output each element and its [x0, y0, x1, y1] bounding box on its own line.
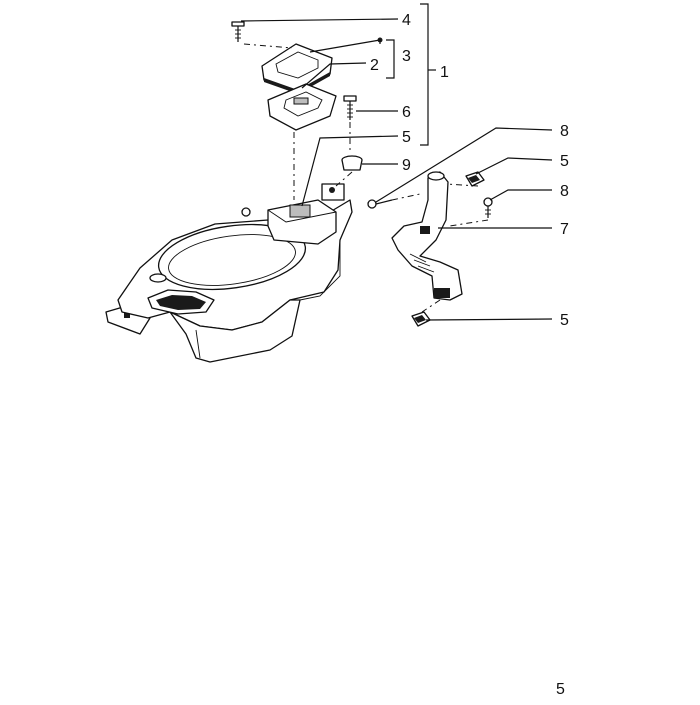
tab-hole	[124, 313, 130, 318]
callout-8: 8	[560, 183, 569, 200]
callout-7: 7	[560, 221, 569, 238]
duct-top-opening	[427, 171, 445, 181]
clip-5-lower	[411, 311, 431, 327]
screw-6	[343, 95, 357, 120]
lock-boss-recess	[289, 204, 311, 218]
screw-8-left	[367, 199, 393, 209]
lock-boss-edge	[267, 209, 337, 223]
duct-outlet	[434, 288, 450, 298]
rim-bolt	[241, 207, 251, 217]
page-number: 5	[556, 681, 565, 698]
rim-hole	[149, 273, 167, 283]
callout-5: 5	[560, 153, 569, 170]
duct-body	[391, 171, 463, 301]
duct-tab	[420, 226, 430, 234]
screw-4	[231, 21, 245, 42]
screw-head	[367, 199, 377, 209]
callout-5: 5	[560, 312, 569, 329]
latch-frame-body	[267, 83, 337, 131]
air-duct-7	[391, 171, 463, 301]
front-opening-shadow	[156, 295, 206, 310]
assembly-lines	[243, 43, 489, 313]
callout-8: 8	[560, 123, 569, 140]
latch-frame-slot	[293, 97, 309, 105]
clip-5-upper	[465, 171, 485, 187]
plug-9	[341, 155, 363, 171]
latch-cover-assembly	[261, 43, 333, 94]
inner-bowl	[157, 223, 307, 291]
latch-cover-top	[275, 51, 319, 79]
helmet-compartment	[105, 183, 353, 363]
callout-labels: 4 3 2 1 6 5 9 8 5 8 7 5	[370, 12, 569, 329]
screw-head	[343, 95, 357, 102]
rear-wall	[299, 240, 341, 301]
lock-boss	[267, 199, 337, 245]
latch-frame	[267, 83, 337, 131]
latch-frame-window	[283, 91, 323, 117]
rear-boss-hole	[329, 187, 335, 193]
callout-4: 4	[402, 12, 411, 29]
callout-6: 6	[402, 104, 411, 121]
bracket-3	[386, 39, 395, 79]
callout-5: 5	[402, 129, 411, 146]
callout-9: 9	[402, 157, 411, 174]
callout-1: 1	[440, 64, 449, 81]
plug-body	[341, 159, 363, 171]
callout-2: 2	[370, 57, 379, 74]
screw-head	[231, 21, 245, 27]
inner-bowl-floor	[168, 234, 296, 286]
leader-lines	[240, 3, 553, 321]
screw-8-right	[483, 197, 493, 218]
latch-cover-edge	[264, 72, 330, 94]
compartment-tub	[169, 299, 301, 363]
tub-edge	[195, 329, 201, 359]
bracket-1	[420, 3, 429, 146]
duct-bellows	[409, 253, 435, 273]
callout-3: 3	[402, 48, 411, 65]
